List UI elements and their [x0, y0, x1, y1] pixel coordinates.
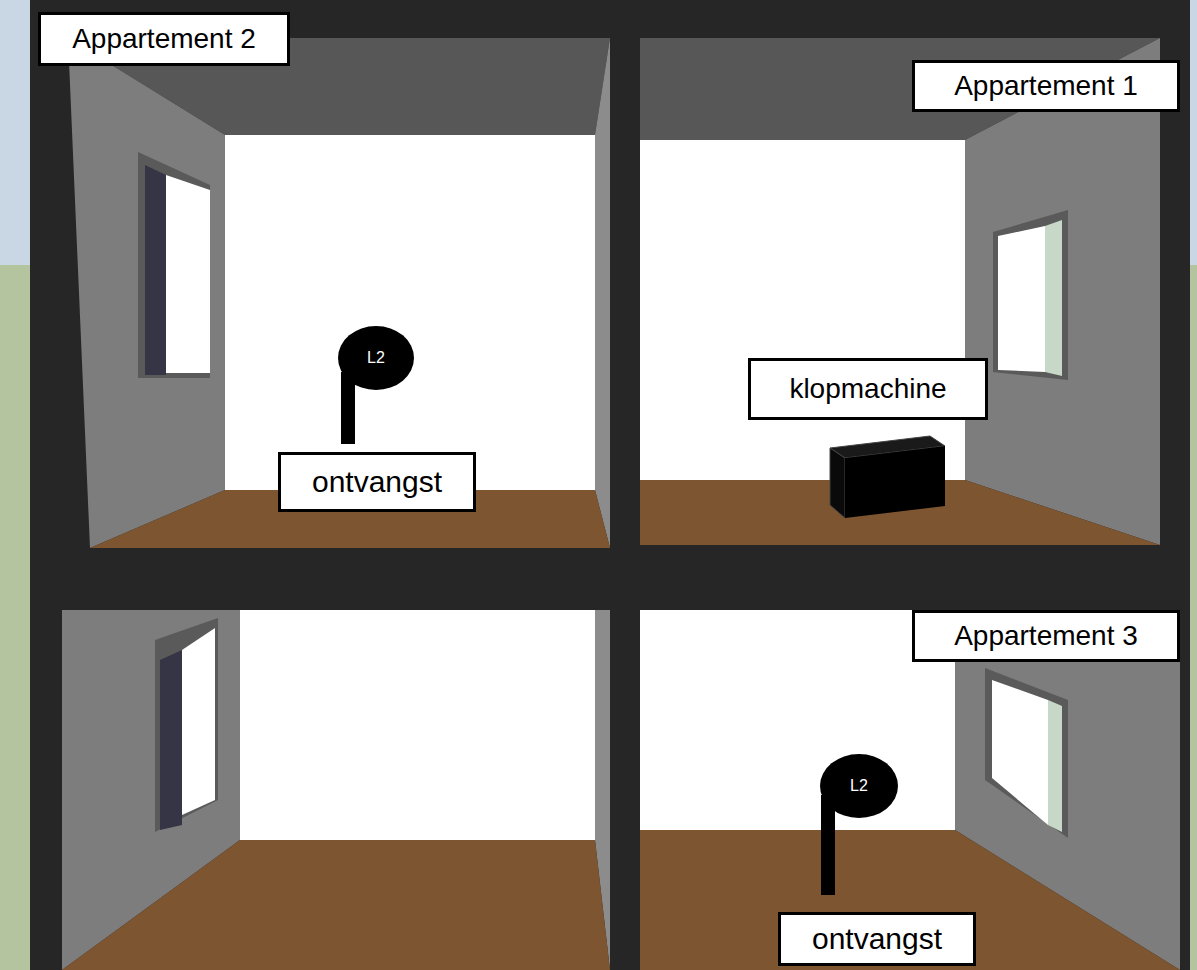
tapping-machine-label: klopmachine — [748, 358, 988, 420]
receiver-label: ontvangst — [778, 912, 976, 966]
apartment-label: Appartement 2 — [38, 12, 290, 66]
label-text: ontvangst — [812, 922, 942, 956]
microphone-head: L2 — [820, 754, 898, 818]
microphone-label: L2 — [850, 777, 868, 795]
receiver-label: ontvangst — [278, 452, 476, 512]
label-text: klopmachine — [789, 373, 946, 405]
microphone-label: L2 — [367, 349, 385, 367]
label-text: Appartement 2 — [72, 23, 256, 55]
microphone-head: L2 — [338, 326, 414, 390]
label-text: ontvangst — [312, 465, 442, 499]
apartment-label: Appartement 3 — [912, 610, 1180, 662]
label-text: Appartement 1 — [954, 70, 1138, 102]
label-text: Appartement 3 — [954, 620, 1138, 652]
apartment-label: Appartement 1 — [912, 60, 1180, 112]
